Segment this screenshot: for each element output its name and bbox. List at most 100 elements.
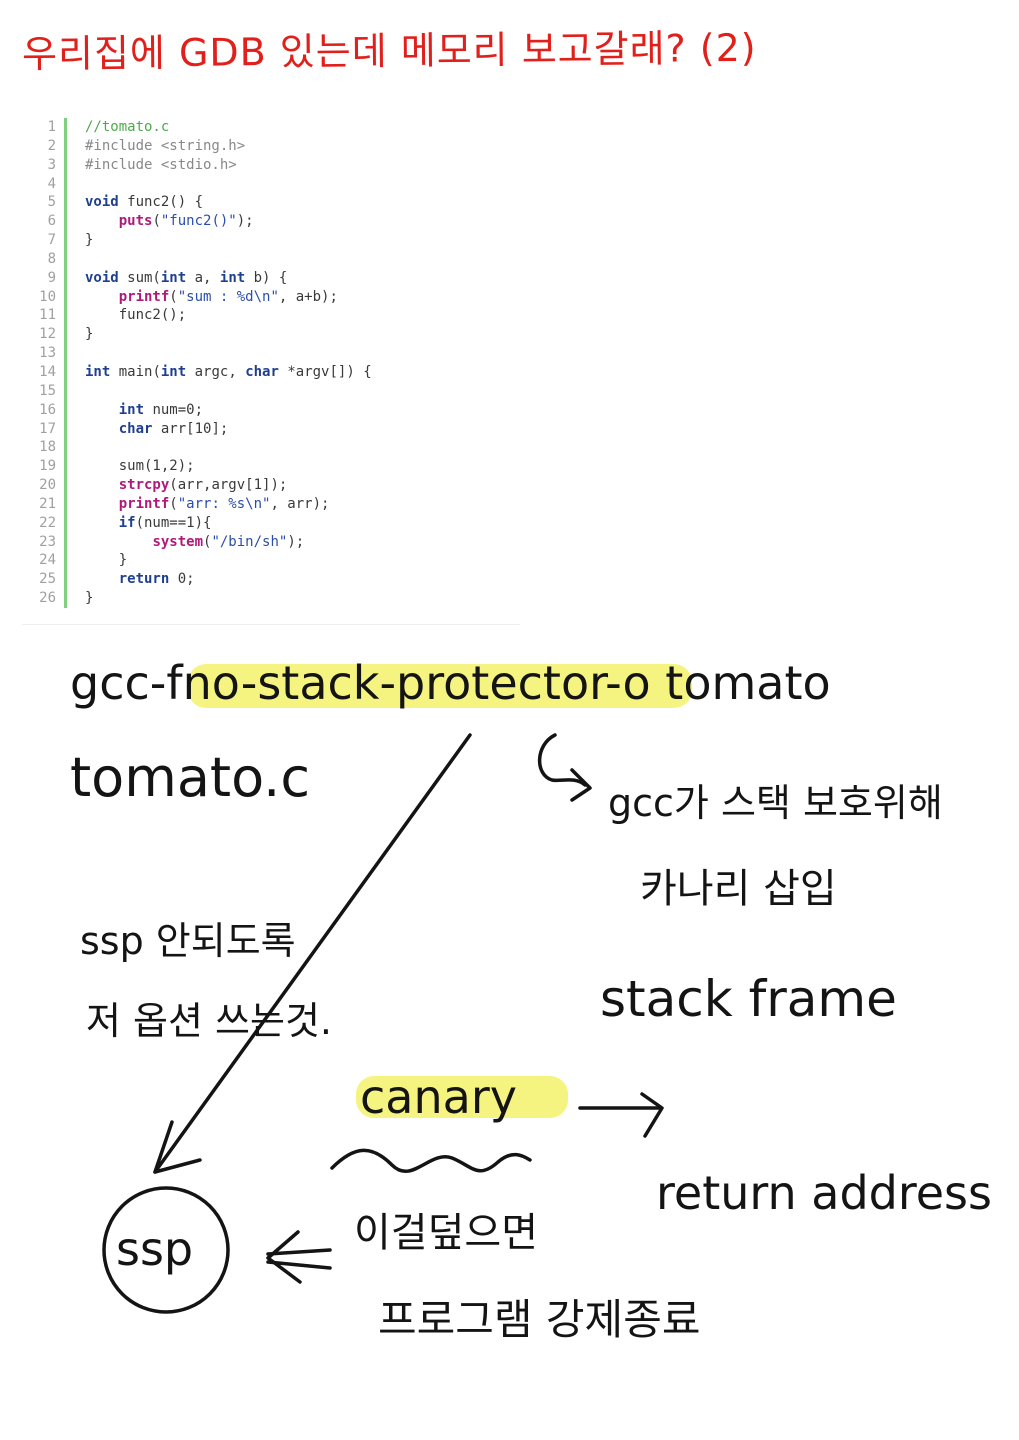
- code-token: void: [85, 194, 119, 211]
- code-token: (arr,argv[1]);: [169, 477, 288, 494]
- line-number: 22: [30, 513, 67, 533]
- code-line: 13: [30, 344, 520, 363]
- code-text: #include <string.h>: [85, 137, 245, 156]
- code-line: 15: [30, 381, 520, 401]
- bracket-arrow-head: [570, 768, 592, 802]
- code-line: 1 //tomato.c: [30, 118, 520, 137]
- code-token: }: [85, 232, 94, 249]
- code-line: 21 printf("arr: %s\n", arr);: [30, 494, 520, 514]
- code-text: puts("func2()");: [85, 212, 254, 231]
- code-token: printf: [118, 495, 170, 512]
- code-text: }: [85, 551, 127, 570]
- line-number: 15: [30, 381, 67, 401]
- code-token: void: [85, 269, 119, 286]
- code-token: }: [85, 326, 94, 343]
- code-text: }: [85, 325, 93, 344]
- line-number: 26: [30, 589, 67, 608]
- note-ssp-circled: ssp: [116, 1222, 194, 1276]
- line-number: 9: [30, 268, 67, 288]
- code-line: 4: [30, 174, 520, 194]
- double-arrow-to-ssp-line2: [266, 1260, 332, 1270]
- line-number: 17: [30, 419, 67, 439]
- code-line: 7}: [30, 231, 520, 250]
- note-ssp-line2: 저 옵션 쓰는것.: [86, 999, 332, 1043]
- code-token: a,: [186, 269, 220, 286]
- code-token: puts: [118, 213, 153, 230]
- code-token: "arr: %s\n": [177, 495, 271, 512]
- code-text: func2();: [85, 306, 186, 325]
- line-number: 20: [30, 476, 67, 495]
- code-token: b) {: [245, 269, 288, 286]
- line-number: 2: [30, 136, 67, 156]
- code-text: }: [85, 231, 93, 250]
- code-line: 25 return 0;: [30, 570, 520, 590]
- line-number: 14: [30, 362, 67, 382]
- code-line: 22 if(num==1){: [30, 513, 520, 533]
- code-token: int: [85, 363, 111, 380]
- double-arrow-to-ssp: [266, 1248, 332, 1256]
- highlight-canary: [356, 1076, 568, 1118]
- code-token: int: [160, 363, 187, 380]
- code-token: system: [152, 533, 204, 550]
- line-number: 1: [30, 118, 67, 137]
- code-token: (: [169, 288, 178, 305]
- line-number: 10: [30, 287, 67, 307]
- code-text: strcpy(arr,argv[1]);: [85, 476, 288, 495]
- code-text: printf("arr: %s\n", arr);: [85, 495, 330, 514]
- code-text: printf("sum : %d\n", a+b);: [85, 288, 338, 307]
- code-line: 2 #include <string.h>: [30, 136, 520, 156]
- arrow-to-ssp-head: [153, 1120, 202, 1174]
- code-token: num=0;: [144, 401, 204, 418]
- code-line: 26}: [30, 589, 520, 608]
- code-token: );: [287, 533, 305, 550]
- note-cmd-line2: tomato.c: [70, 746, 311, 809]
- line-number: 13: [30, 344, 67, 363]
- divider: [22, 624, 520, 625]
- code-line: 10 printf("sum : %d\n", a+b);: [30, 287, 520, 307]
- code-line: 3 #include <stdio.h>: [30, 155, 520, 175]
- squiggle-under-canary: [330, 1148, 532, 1173]
- code-line: 24 }: [30, 551, 520, 571]
- code-token: (: [203, 533, 212, 550]
- code-token: (: [169, 495, 178, 512]
- code-line: 18: [30, 438, 520, 458]
- highlight-stack-protector: [188, 664, 692, 708]
- code-token: #include <stdio.h>: [85, 156, 237, 173]
- code-line: 20 strcpy(arr,argv[1]);: [30, 476, 520, 495]
- code-token: main(: [110, 363, 161, 380]
- line-number: 12: [30, 325, 67, 345]
- code-text: void func2() {: [85, 193, 203, 212]
- note-canary: canary: [360, 1070, 517, 1124]
- code-token: strcpy: [118, 477, 170, 494]
- code-token: int: [118, 401, 145, 418]
- code-token: "func2()": [160, 213, 237, 230]
- note-explain-line1: gcc가 스택 보호위해: [608, 781, 943, 825]
- line-number: 3: [30, 155, 67, 175]
- line-number: 19: [30, 457, 67, 477]
- code-text: void sum(int a, int b) {: [85, 269, 287, 288]
- code-token: }: [85, 590, 94, 607]
- code-token: func2() {: [118, 194, 204, 211]
- note-overwrite-line2: 프로그램 강제종료: [378, 1295, 701, 1344]
- line-number: 25: [30, 570, 67, 590]
- note-explain-line2: 카나리 삽입: [640, 866, 837, 912]
- code-token: argc,: [186, 363, 246, 380]
- code-text: int main(int argc, char *argv[]) {: [85, 363, 372, 382]
- double-arrow-head: [266, 1230, 302, 1284]
- code-block: 1 //tomato.c 2 #include <string.h> 3 #include…: [30, 118, 520, 608]
- code-token: , arr);: [270, 495, 330, 512]
- code-token: char: [118, 420, 153, 437]
- note-cmd-line1: gcc-fno-stack-protector-o tomato: [70, 656, 831, 710]
- code-token: //tomato.c: [85, 119, 170, 135]
- code-text: }: [85, 589, 93, 608]
- code-token: int: [219, 269, 246, 286]
- code-token: printf: [118, 288, 170, 305]
- code-text: system("/bin/sh");: [85, 533, 304, 552]
- arrow-to-ssp: [153, 733, 472, 1174]
- code-text: //tomato.c: [85, 118, 169, 137]
- code-line: 19 sum(1,2);: [30, 457, 520, 477]
- code-token: if: [118, 514, 136, 531]
- line-number: 21: [30, 494, 67, 514]
